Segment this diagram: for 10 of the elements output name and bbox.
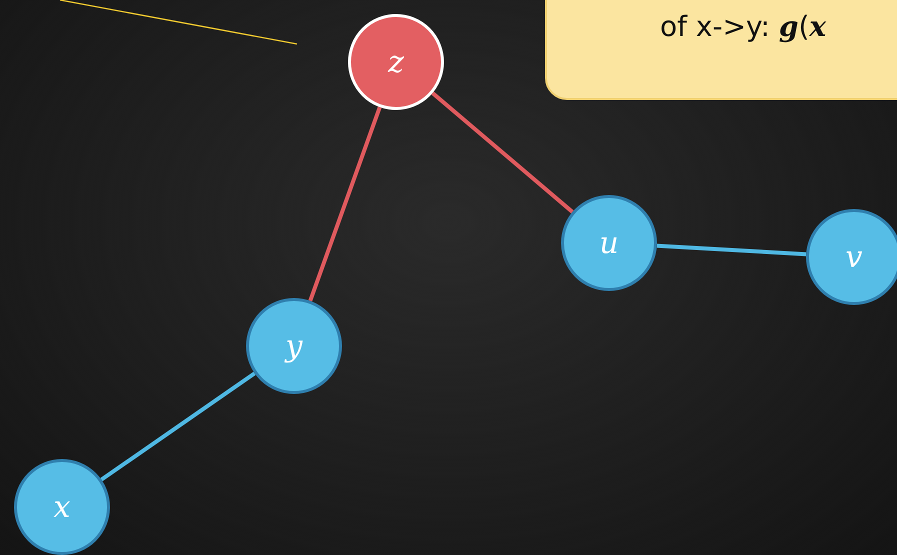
connector-line [656,244,806,256]
callout-text: of x->y: g(x [660,10,826,43]
node-label: u [599,226,619,260]
node-label: v [846,240,862,274]
connector-line [431,92,574,214]
node-label: y [286,328,302,364]
node-label: z [388,44,404,80]
connector-line [308,106,382,302]
connector-line [100,372,256,482]
node-label: x [54,490,70,524]
